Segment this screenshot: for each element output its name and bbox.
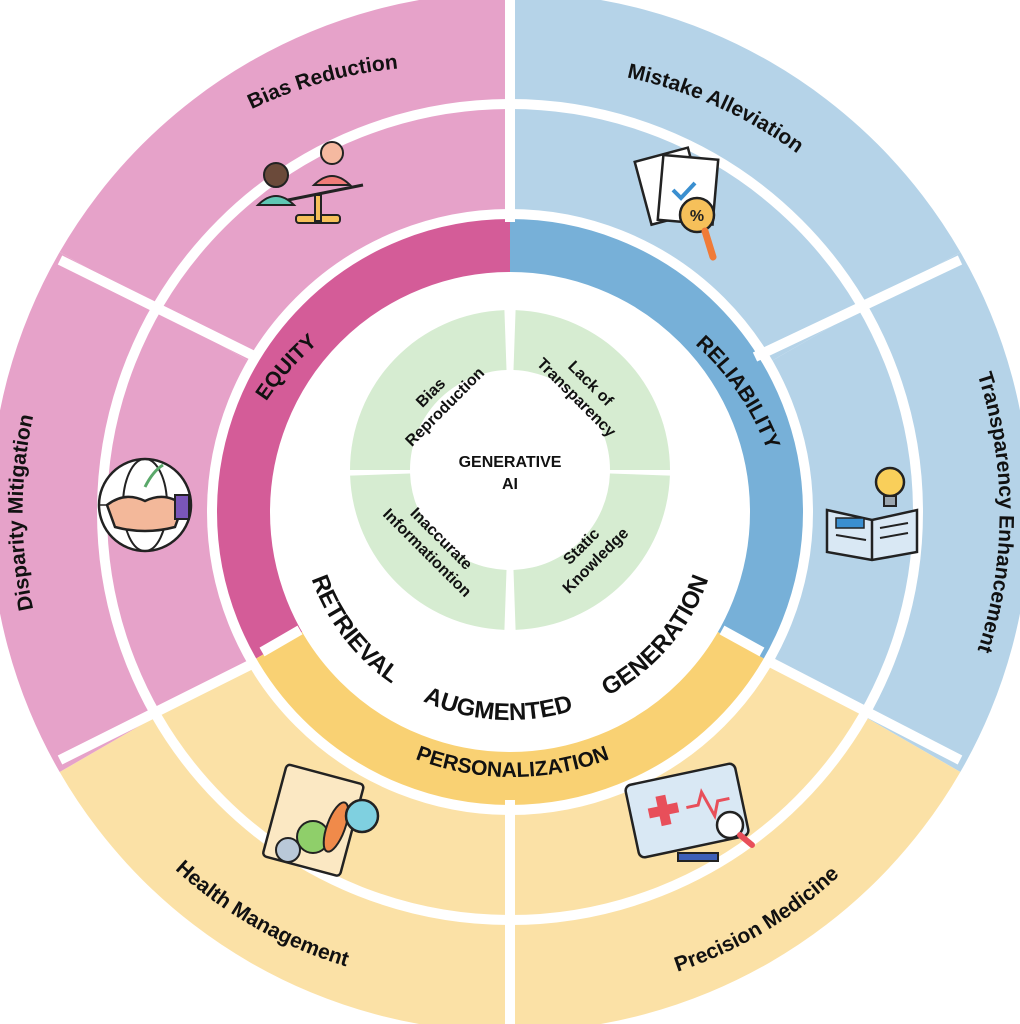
sector-disparity-mitigation (0, 252, 155, 772)
sector-health-management (59, 717, 510, 1024)
sector-bias-reduction (59, 0, 510, 307)
center-circle (414, 374, 606, 566)
scales-people-icon (255, 141, 364, 224)
sector-mistake-alleviation (510, 0, 961, 307)
sector-mid-transparency (769, 307, 920, 717)
sector-transparency-enhancement (865, 252, 1020, 772)
challenge-static-knowledge-sector (513, 473, 670, 630)
document-magnifier-icon: % (633, 146, 720, 261)
sector-mid-mistake (510, 102, 866, 362)
clipboard-food-icon (262, 763, 380, 877)
challenge-bias-reproduction-sector (350, 310, 507, 470)
center-label-line1: GENERATIVE (459, 454, 562, 471)
pillar-personalization-band (253, 630, 767, 808)
sector-precision-medicine (510, 717, 961, 1024)
pillar-reliability-band (510, 216, 806, 660)
sector-mid-bias (154, 102, 511, 362)
challenge-lack-transparency-sector (513, 310, 670, 470)
globe-handshake-icon (97, 457, 193, 553)
open-book-lightbulb-icon (825, 466, 919, 562)
center-label-line2: AI (502, 476, 518, 493)
pillar-equity-band (214, 216, 510, 660)
monitor-heartbeat-icon (624, 762, 755, 862)
svg-text:%: % (690, 208, 704, 225)
challenge-inaccurate-information-sector (350, 473, 507, 630)
